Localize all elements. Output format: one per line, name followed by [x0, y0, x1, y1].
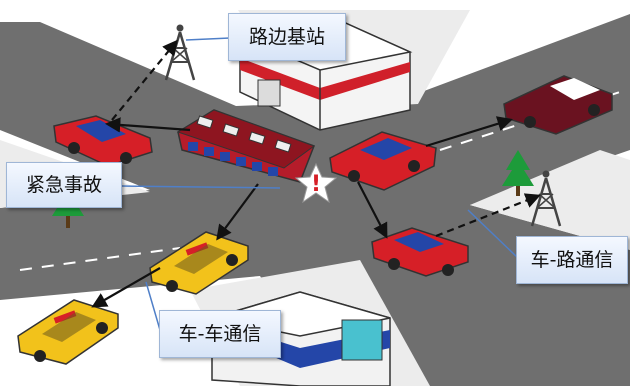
car-red-accident — [329, 131, 437, 191]
v2i-arrow-top — [111, 39, 178, 121]
taxi-upper — [149, 231, 249, 295]
taxi-lower — [17, 299, 119, 365]
car-dark-right — [503, 75, 613, 135]
lane-marking — [119, 29, 221, 96]
car-red-topleft — [53, 115, 153, 167]
communication-arrows — [91, 39, 541, 308]
car-red-lower — [371, 227, 469, 277]
label-vehicle-to-vehicle: 车-车通信 — [159, 310, 281, 358]
callout-leaders — [121, 37, 519, 331]
svg-text:!: ! — [311, 172, 321, 197]
car-to-dark-car-arrow — [425, 116, 513, 148]
bus-to-car-arrow — [104, 117, 191, 133]
lane-marking — [19, 247, 181, 271]
taxi-to-taxi-arrow — [91, 267, 161, 308]
car-to-lower-car-arrow — [357, 181, 388, 239]
road-surface — [0, 14, 630, 386]
label-vehicle-to-road: 车-路通信 — [516, 236, 628, 284]
tree-icon — [502, 150, 534, 196]
label-emergency-accident: 紧急事故 — [6, 162, 122, 208]
sidewalk-right — [470, 150, 630, 250]
bus-to-taxi-arrow — [216, 183, 259, 241]
warning-star-icon: ! — [294, 162, 338, 204]
bus — [176, 109, 316, 183]
v2i-arrow-right — [435, 193, 541, 238]
label-roadside-base-station: 路边基站 — [228, 13, 346, 61]
